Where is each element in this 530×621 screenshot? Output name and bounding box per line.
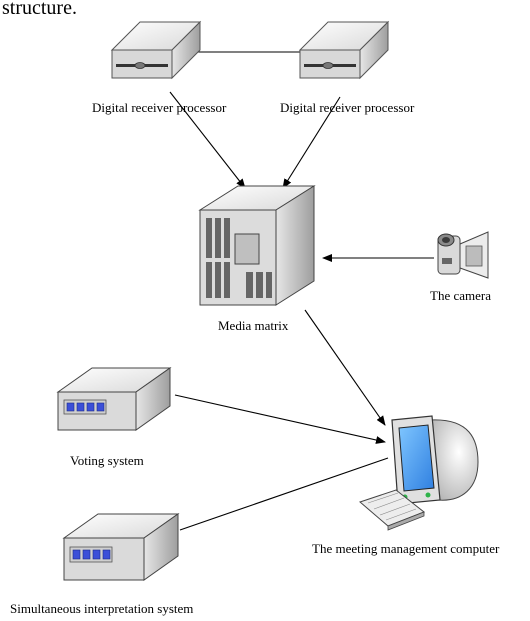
voting-system-device-icon	[56, 367, 172, 431]
receiver-right-label: Digital receiver processor	[280, 100, 415, 115]
interpretation-system-label: Simultaneous interpretation system	[10, 601, 193, 616]
media-matrix-label: Media matrix	[218, 318, 289, 333]
desktop-computer-icon	[359, 415, 479, 531]
edges	[169, 51, 434, 531]
header-fragment: structure.	[2, 0, 77, 19]
edge-media-matrix-to-computer	[304, 309, 386, 426]
receiver-processor-icon	[110, 20, 202, 80]
media-matrix: Media matrix	[198, 185, 316, 333]
receiver-processor-right: Digital receiver processor	[280, 20, 415, 115]
camera: The camera	[430, 231, 491, 303]
media-matrix-server-icon	[198, 185, 316, 306]
edge-interpretation-to-computer	[179, 457, 389, 531]
meeting-computer-label: The meeting management computer	[312, 541, 500, 556]
interpretation-system: Simultaneous interpretation system	[10, 513, 193, 616]
edge-receiver-left-to-media-matrix	[169, 91, 246, 189]
edge-voting-to-computer	[174, 394, 386, 444]
interpretation-system-device-icon	[62, 513, 180, 581]
receiver-processor-icon	[298, 20, 390, 80]
receiver-processor-left: Digital receiver processor	[92, 20, 227, 115]
camera-label: The camera	[430, 288, 491, 303]
meeting-computer: The meeting management computer	[312, 415, 500, 556]
edge-receiver-right-to-media-matrix	[282, 96, 341, 189]
voting-system-label: Voting system	[70, 453, 144, 468]
receiver-left-label: Digital receiver processor	[92, 100, 227, 115]
voting-system: Voting system	[56, 367, 172, 468]
video-camera-icon	[437, 231, 489, 279]
